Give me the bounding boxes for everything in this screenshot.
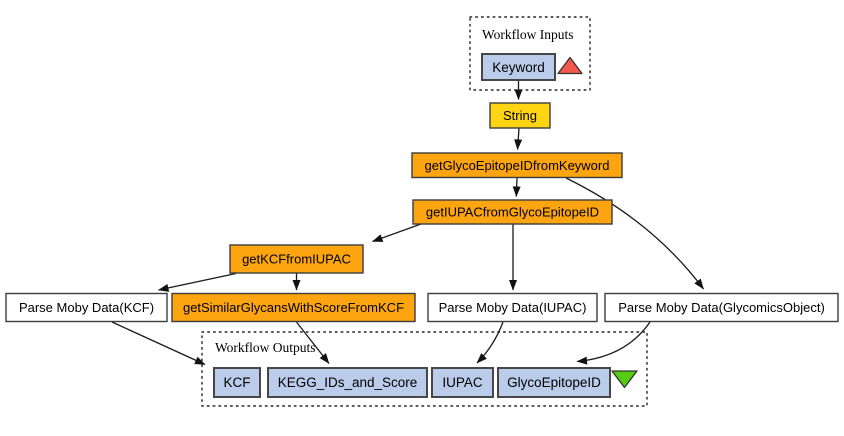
get-kcf-from-iupac-box[interactable]	[229, 244, 364, 274]
workflow-inputs-group-box	[469, 16, 591, 91]
edge-parse-moby-data-iupac-to-iupac-output	[476, 321, 504, 364]
node-get-similar-glycans-with-score-from-kcf[interactable]: getSimilarGlycansWithScoreFromKCF	[171, 292, 416, 323]
edge-getiupacfromglycoepitopeid-to-getkcffromiupac	[372, 223, 422, 243]
keyword-node-label: Keyword	[492, 60, 545, 75]
workflow-input-marker-icon	[557, 56, 583, 75]
edge-getglycoepitopeidfromkeyword-to-parse-moby-data-glycomicsobject	[565, 177, 705, 290]
kcf-output-label: KCF	[224, 375, 251, 390]
get-glyco-epitope-id-from-keyword-label: getGlycoEpitopeIDfromKeyword	[425, 158, 610, 173]
edge-parse-moby-data-kcf-to-kcf-output	[111, 321, 206, 366]
parse-moby-data-kcf-box[interactable]	[5, 292, 168, 323]
edge-getkcffromiupac-to-parse-moby-data-kcf	[158, 272, 237, 292]
parse-moby-data-glycomics-object-label: Parse Moby Data(GlycomicsObject)	[618, 300, 825, 315]
get-similar-glycans-with-score-from-kcf-label: getSimilarGlycansWithScoreFromKCF	[183, 300, 404, 315]
parse-moby-data-glycomics-object-box[interactable]	[604, 292, 839, 323]
get-iupac-from-glyco-epitope-id-box[interactable]	[412, 199, 613, 225]
workflow-inputs-label: Workflow Inputs	[482, 27, 574, 42]
kcf-output-box[interactable]	[213, 367, 261, 398]
node-string[interactable]: String	[489, 102, 551, 129]
string-node-label: String	[503, 108, 537, 123]
workflow-outputs-label: Workflow Outputs	[215, 340, 316, 355]
get-kcf-from-iupac-label: getKCFfromIUPAC	[242, 252, 351, 267]
kegg-ids-and-score-output-label: KEGG_IDs_and_Score	[278, 375, 418, 390]
node-parse-moby-data-glycomics-object[interactable]: Parse Moby Data(GlycomicsObject)	[604, 292, 839, 323]
node-get-iupac-from-glyco-epitope-id[interactable]: getIUPACfromGlycoEpitopeID	[412, 199, 613, 225]
edge-getglycoepitopeidfromkeyword-to-getiupacfromglycoepitopeid	[512, 177, 521, 197]
workflow-outputs-group-box	[201, 331, 648, 407]
get-glyco-epitope-id-from-keyword-box[interactable]	[411, 152, 623, 179]
edge-getsimilarglycanswithscorefromkcf-to-kegg-ids-and-score-output	[295, 321, 330, 364]
port-iupac-output[interactable]: IUPAC	[431, 367, 494, 398]
port-glyco-epitope-id-output[interactable]: GlycoEpitopeID	[497, 367, 611, 398]
workflow-output-marker-icon	[611, 370, 638, 389]
string-node-box[interactable]	[489, 102, 551, 129]
glyco-epitope-id-output-label: GlycoEpitopeID	[507, 375, 601, 390]
iupac-output-box[interactable]	[431, 367, 494, 398]
port-kegg-ids-and-score-output[interactable]: KEGG_IDs_and_Score	[267, 367, 428, 398]
edge-parse-moby-data-glycomicsobject-to-glycoepitopeid-output	[576, 321, 651, 365]
parse-moby-data-kcf-label: Parse Moby Data(KCF)	[19, 300, 154, 315]
port-kcf-output[interactable]: KCF	[213, 367, 261, 398]
iupac-output-label: IUPAC	[442, 375, 483, 390]
glyco-epitope-id-output-box[interactable]	[497, 367, 611, 398]
node-get-kcf-from-iupac[interactable]: getKCFfromIUPAC	[229, 244, 364, 274]
kegg-ids-and-score-output-box[interactable]	[267, 367, 428, 398]
node-keyword[interactable]: Keyword	[481, 53, 556, 81]
node-get-glyco-epitope-id-from-keyword[interactable]: getGlycoEpitopeIDfromKeyword	[411, 152, 623, 179]
node-parse-moby-data-kcf[interactable]: Parse Moby Data(KCF)	[5, 292, 168, 323]
parse-moby-data-iupac-label: Parse Moby Data(IUPAC)	[439, 300, 587, 315]
get-similar-glycans-with-score-from-kcf-box[interactable]	[171, 292, 416, 323]
parse-moby-data-iupac-box[interactable]	[427, 292, 598, 323]
keyword-node-box[interactable]	[481, 53, 556, 81]
edge-string-to-getglycoepitopeidfromkeyword	[514, 128, 523, 150]
get-iupac-from-glyco-epitope-id-label: getIUPACfromGlycoEpitopeID	[426, 205, 599, 220]
node-parse-moby-data-iupac[interactable]: Parse Moby Data(IUPAC)	[427, 292, 598, 323]
